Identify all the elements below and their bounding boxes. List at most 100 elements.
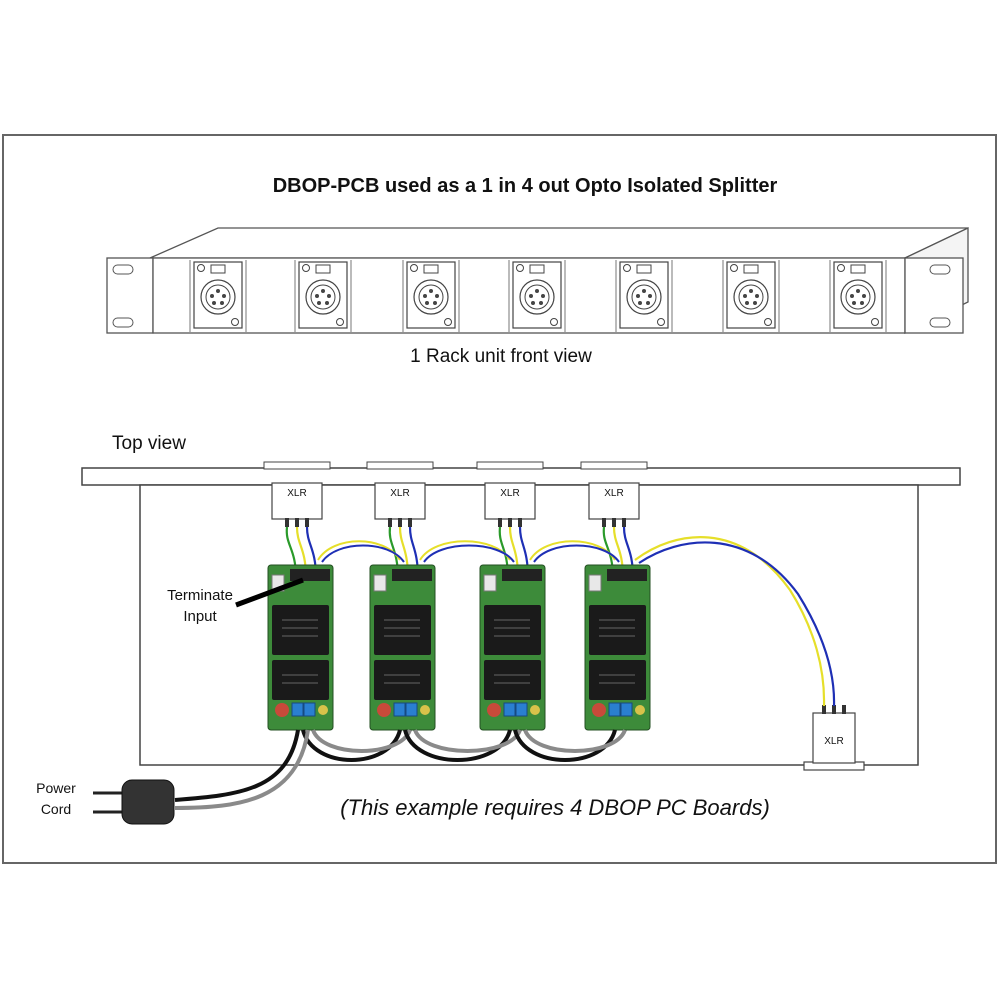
input-wire-blue [638,541,836,707]
pcb-component [420,705,430,715]
screw-icon [550,318,558,326]
power-label-2: Cord [41,801,71,817]
xlr-latch [743,264,759,274]
front-xlr-connector [615,260,673,332]
xlr-pin [529,294,533,298]
xlr-pin [539,301,543,305]
power-terminal [608,702,621,717]
rack-top-face [149,227,969,259]
input-wire-yellow [634,536,826,707]
power-terminal [393,702,406,717]
xlr-pin [856,289,860,293]
xlr-pin [210,294,214,298]
relay-module [374,660,431,700]
xlr-socket-inner [631,284,657,310]
diagram-title: DBOP-PCB used as a 1 in 4 out Opto Isola… [273,175,778,197]
xlr-flange [580,461,648,470]
screw-icon [764,318,772,326]
ear-slot [929,264,951,275]
terminate-pointer [235,577,304,608]
relay-module [272,660,329,700]
output-xlr: XLR [476,461,544,527]
ear-slot [112,264,134,275]
screw-icon [623,264,631,272]
screw-icon [871,318,879,326]
relay-module [374,605,431,655]
output-xlr: XLR [580,461,648,527]
xlr-pin [753,301,757,305]
xlr-pin [531,301,535,305]
xlr-pin [622,518,626,527]
signal-wires [285,526,836,707]
terminate-label: Terminate [167,587,233,604]
relay-module [272,605,329,655]
xlr-socket-inner [845,284,871,310]
xlr-pin [222,294,226,298]
xlr-latch [636,264,652,274]
screw-icon [837,264,845,272]
xlr-pin [305,518,309,527]
power-terminal [515,702,528,717]
screw-icon [231,318,239,326]
capacitor [487,703,501,717]
front-view-label: 1 Rack unit front view [410,346,592,367]
power-terminal [503,702,516,717]
xlr-pin [216,289,220,293]
capacitor [592,703,606,717]
xlr-body [374,482,426,520]
xlr-flange [263,461,331,470]
xlr-pin [435,294,439,298]
power-wire-grey [413,729,522,753]
pcb-component [318,705,328,715]
xlr-pin [388,518,392,527]
cord-wire-black [174,729,300,802]
xlr-pin [408,518,412,527]
xlr-pin [325,301,329,305]
terminate-label-2: Input [183,608,217,625]
caption: (This example requires 4 DBOP PC Boards) [340,795,770,820]
xlr-pin [862,294,866,298]
xlr-label: XLR [500,488,519,499]
pcb-terminal-block [373,574,387,592]
pcb-component [635,705,645,715]
xlr-latch [315,264,331,274]
xlr-pin [423,294,427,298]
power-terminal [291,702,304,717]
screw-icon [444,318,452,326]
screw-icon [197,264,205,272]
xlr-pin [317,301,321,305]
xlr-flange [476,461,544,470]
xlr-pin [745,301,749,305]
xlr-pin [327,294,331,298]
power-wire-black [513,729,617,762]
xlr-pin [602,518,606,527]
screw-icon [336,318,344,326]
xlr-socket-inner [418,284,444,310]
xlr-pin [860,301,864,305]
output-xlr: XLR [366,461,434,527]
power-wire-grey [523,729,627,753]
pcb-header [502,569,542,581]
xlr-socket-inner [205,284,231,310]
xlr-label: XLR [390,488,409,499]
xlr-pin [638,301,642,305]
xlr-socket-inner [524,284,550,310]
relay-module [589,605,646,655]
xlr-pin [321,289,325,293]
xlr-latch [210,264,226,274]
power-label: Power [36,780,76,796]
xlr-pin [541,294,545,298]
dbop-pcb-board [479,564,546,731]
front-xlr-connector [189,260,247,332]
chain-wire-blue [423,544,515,563]
screw-icon [730,264,738,272]
front-xlr-connector [722,260,780,332]
rear-xlr-input: XLR [812,705,856,764]
power-wire-grey [311,729,412,753]
chain-wire-blue [321,544,405,563]
relay-module [589,660,646,700]
front-xlr-connectors [189,260,887,332]
pcb-header [290,569,330,581]
screw-icon [516,264,524,272]
